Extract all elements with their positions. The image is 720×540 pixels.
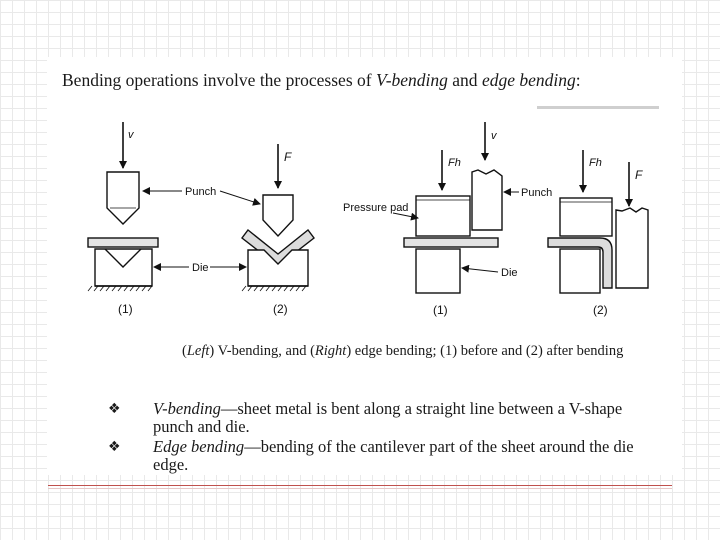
bullet-edge-bending: ❖ Edge bending—bending of the cantilever …: [108, 438, 653, 474]
caption-right: Right: [314, 343, 347, 359]
sheet-after-edge: [547, 237, 613, 289]
caption-open: (: [182, 343, 187, 359]
edge-bending-after: Fh F (2): [547, 150, 649, 317]
intro-text: Bending operations involve the processes…: [62, 70, 581, 91]
bullet-term: V-bending: [153, 399, 221, 418]
caption-tail: ) edge bending; (1) before and (2) after…: [346, 343, 624, 359]
label-v-right: v: [491, 130, 498, 142]
die-leader-right: [461, 264, 499, 273]
ground-hatch-left-1: [87, 285, 153, 292]
intro-term-v-bending: V-bending: [375, 70, 448, 90]
edge-punch-before: [471, 169, 503, 231]
label-die-left: Die: [192, 262, 209, 274]
label-v-left: v: [128, 129, 135, 141]
footer-rule-faint: [48, 488, 672, 489]
label-die-right: Die: [501, 267, 518, 279]
v-bending-after: F (2): [241, 144, 315, 316]
decorative-gray-rule: [537, 106, 659, 109]
bullet-term: Edge bending: [153, 437, 245, 456]
label-punch-right: Punch: [521, 187, 552, 199]
v-bending-before: v (1): [87, 122, 159, 316]
bullet-v-bending: ❖ V-bending—sheet metal is bent along a s…: [108, 400, 653, 436]
edge-die-after: [559, 248, 601, 294]
sheet-after-v: [241, 229, 315, 267]
caption-left: Left: [186, 343, 210, 359]
label-f-right: F: [635, 168, 643, 182]
label-fh-right-1: Fh: [448, 157, 461, 169]
diamond-bullet-icon: ❖: [108, 401, 121, 417]
v-die-groove: [104, 248, 142, 268]
sheet-before-edge: [403, 237, 499, 248]
label-punch-left: Punch: [185, 186, 216, 198]
edge-die-before: [415, 248, 461, 294]
ground-hatch-left-2: [241, 285, 307, 292]
pressure-pad-before: [415, 195, 471, 237]
label-step2-right: (2): [593, 303, 608, 317]
v-punch-before: [106, 171, 140, 225]
punch-leader-left-b: [219, 190, 261, 206]
footer-rule: [48, 485, 672, 486]
bullet-text: —bending of the cantilever part of the s…: [153, 437, 634, 474]
label-step1-left: (1): [118, 302, 133, 316]
bullet-list: ❖ V-bending—sheet metal is bent along a s…: [108, 400, 653, 476]
label-fh-right-2: Fh: [589, 157, 602, 169]
bending-diagram: v (1) F (2) Punch Die: [87, 122, 649, 317]
figure-caption: (Left) V-bending, and (Right) edge bendi…: [182, 343, 623, 360]
pressure-pad-after: [559, 197, 613, 237]
label-pressure-pad: Pressure pad: [343, 202, 408, 214]
label-step2-left: (2): [273, 302, 288, 316]
bending-figure: v (1) F (2) Punch Die: [60, 110, 680, 335]
sheet-before: [87, 237, 159, 248]
edge-punch-after: [615, 207, 649, 289]
intro-suffix: :: [575, 70, 581, 90]
intro-prefix: Bending operations involve the processes…: [62, 70, 376, 90]
caption-mid: ) V-bending, and (: [209, 343, 315, 359]
intro-middle: and: [447, 70, 482, 90]
edge-bending-before: v Fh (1): [403, 122, 503, 317]
label-step1-right: (1): [433, 303, 448, 317]
pressure-pad-leader: [392, 212, 419, 221]
left-callouts: Punch Die: [142, 186, 261, 274]
right-callouts: Pressure pad Punch Die: [343, 187, 552, 279]
v-die-before: [94, 248, 153, 287]
bullet-text: —sheet metal is bent along a straight li…: [153, 399, 623, 436]
diamond-bullet-icon: ❖: [108, 439, 121, 455]
v-punch-after: [262, 194, 294, 238]
label-f-left: F: [284, 150, 292, 164]
intro-term-edge-bending: edge bending: [481, 70, 576, 90]
